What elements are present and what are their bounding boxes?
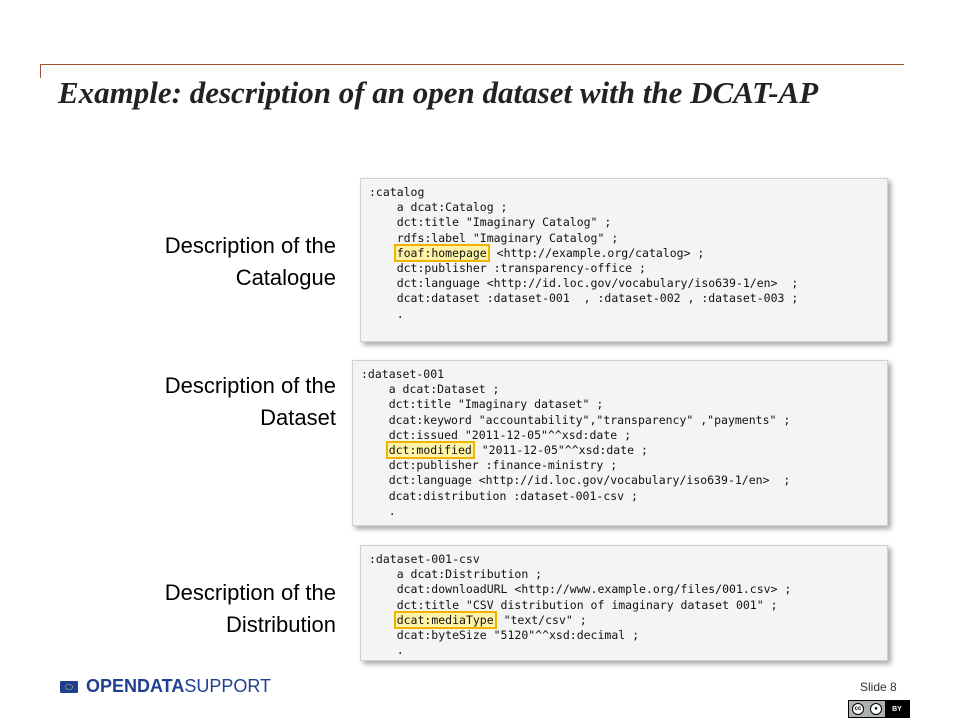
code-line: dct:title "CSV distribution of imaginary… xyxy=(369,597,778,612)
cc-icon: cc xyxy=(852,703,864,715)
title-divider xyxy=(40,64,904,65)
code-box-catalogue: :catalog a dcat:Catalog ; dct:title "Ima… xyxy=(360,178,888,342)
open-data-support-logo: OPEN DATA SUPPORT xyxy=(60,676,271,697)
code-line: dct:publisher :transparency-office ; xyxy=(369,261,646,276)
logo-word-open: OPEN xyxy=(86,676,138,696)
highlighted-property: dct:modified xyxy=(385,441,475,460)
highlighted-property: foaf:homepage xyxy=(393,243,490,262)
logo-word-data: DATA xyxy=(137,676,185,696)
code-line: dcat:byteSize "5120"^^xsd:decimal ; xyxy=(369,628,640,643)
code-line: :catalog xyxy=(369,185,425,199)
slide-number: Slide 8 xyxy=(860,680,897,694)
code-line: dcat:mediaType "text/csv" ; xyxy=(369,610,587,629)
code-line: . xyxy=(369,306,404,321)
code-line: dcat:dataset :dataset-001 , :dataset-002… xyxy=(369,291,799,306)
code-line: dcat:keyword "accountability","transpare… xyxy=(361,412,791,427)
slide-title: Example: description of an open dataset … xyxy=(58,75,819,110)
code-line: dct:issued "2011-12-05"^^xsd:date ; xyxy=(361,427,632,442)
license-by-label: BY xyxy=(885,701,909,717)
code-line: dct:title "Imaginary dataset" ; xyxy=(361,397,604,412)
code-catalogue: :catalog a dcat:Catalog ; dct:title "Ima… xyxy=(361,179,887,328)
code-distribution: :dataset-001-csv a dcat:Distribution ; d… xyxy=(361,546,887,660)
code-box-distribution: :dataset-001-csv a dcat:Distribution ; d… xyxy=(360,545,888,661)
code-line: foaf:homepage <http://example.org/catalo… xyxy=(369,243,704,262)
logo-word-support: SUPPORT xyxy=(184,676,272,696)
label-catalogue: Description of the Catalogue xyxy=(164,233,336,290)
code-dataset: :dataset-001 a dcat:Dataset ; dct:title … xyxy=(353,361,887,525)
eu-flag-icon xyxy=(60,680,78,693)
code-line: a dcat:Dataset ; xyxy=(361,382,500,397)
code-box-dataset: :dataset-001 a dcat:Dataset ; dct:title … xyxy=(352,360,888,526)
code-line: dct:modified "2011-12-05"^^xsd:date ; xyxy=(361,441,648,460)
code-line: a dcat:Distribution ; xyxy=(369,567,543,582)
title-divider-tick xyxy=(40,64,41,78)
code-line: dct:title "Imaginary Catalog" ; xyxy=(369,215,612,230)
code-line: a dcat:Catalog ; xyxy=(369,200,508,215)
code-line: dct:publisher :finance-ministry ; xyxy=(361,458,618,473)
code-line: rdfs:label "Imaginary Catalog" ; xyxy=(369,230,619,245)
label-dataset: Description of the Dataset xyxy=(164,373,336,430)
label-distribution: Description of the Distribution xyxy=(164,580,336,637)
code-line: dct:language <http://id.loc.gov/vocabula… xyxy=(369,276,799,291)
code-line: dcat:distribution :dataset-001-csv ; xyxy=(361,488,638,503)
code-line: dct:language <http://id.loc.gov/vocabula… xyxy=(361,473,791,488)
code-line: . xyxy=(361,503,396,518)
code-line: dcat:downloadURL <http://www.example.org… xyxy=(369,582,792,597)
code-line: :dataset-001-csv xyxy=(369,552,480,566)
highlighted-property: dcat:mediaType xyxy=(393,610,497,629)
code-line: . xyxy=(369,643,404,658)
code-line: :dataset-001 xyxy=(361,367,445,381)
cc-by-license-badge: cc ● BY xyxy=(848,700,910,718)
attribution-icon: ● xyxy=(870,703,882,715)
